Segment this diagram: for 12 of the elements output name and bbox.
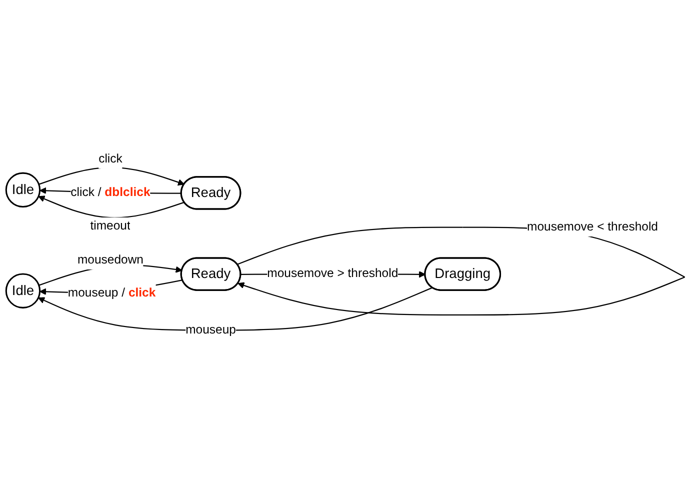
arrow — [38, 166, 185, 186]
node-circle: Idle — [5, 272, 41, 308]
edge-label: click / dblclick — [70, 186, 150, 199]
edge-label: click — [98, 152, 122, 166]
edge-label: mousedown — [77, 253, 144, 266]
edge-label: mouseup / click — [68, 286, 156, 300]
edge-label: mousemove > threshold — [267, 266, 398, 280]
arrow — [38, 195, 184, 218]
edge-label: timeout — [90, 219, 130, 232]
edge-label: mouseup — [186, 323, 236, 336]
edge-label: mousemove < threshold — [527, 220, 658, 234]
node-circle: Idle — [5, 172, 41, 208]
